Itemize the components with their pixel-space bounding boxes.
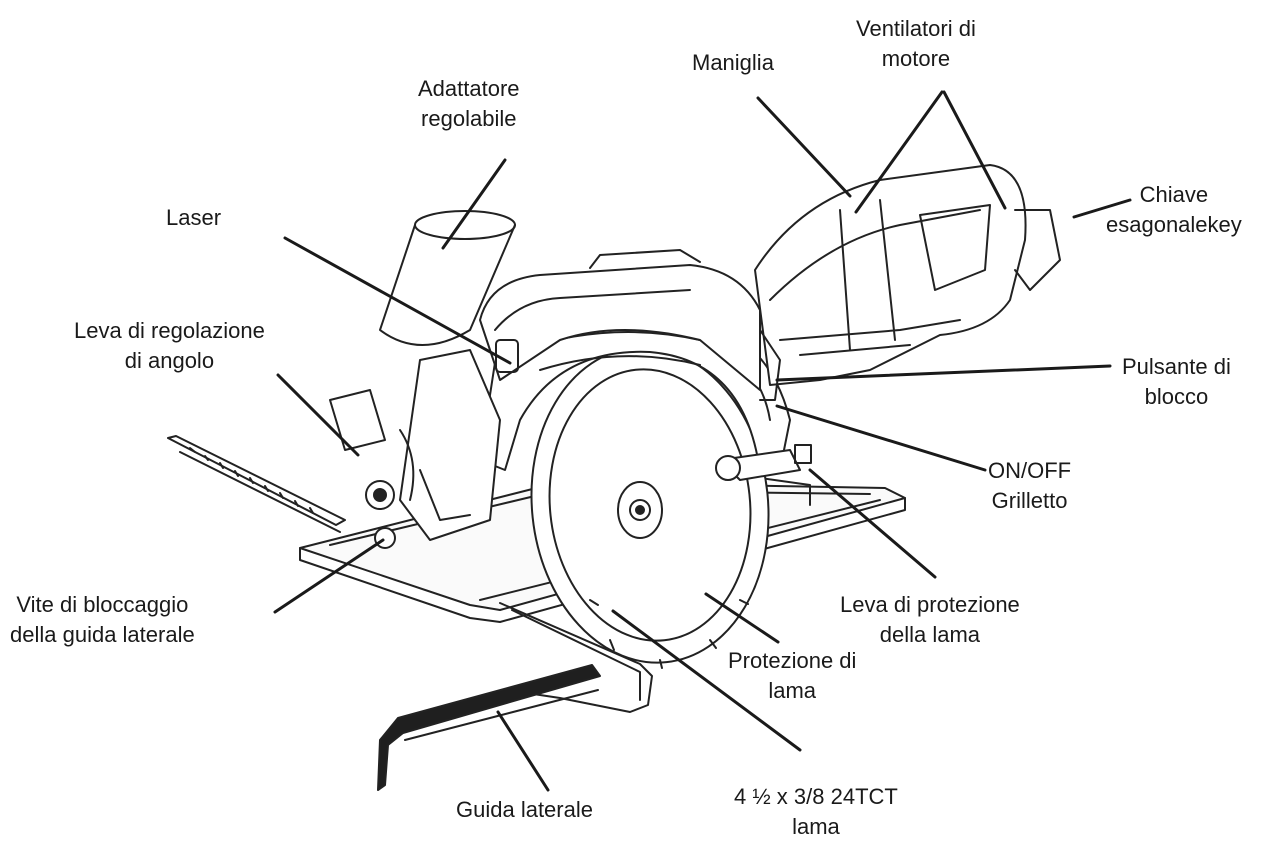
label-vite-line-1: Vite di bloccaggio bbox=[16, 592, 189, 617]
label-pulsante-blocco: Pulsante di blocco bbox=[1122, 352, 1231, 412]
label-adattatore-line-1: Adattatore bbox=[418, 76, 520, 101]
label-laser-line: Laser bbox=[166, 205, 222, 230]
label-leva-protezione-line-1: Leva di protezione bbox=[840, 592, 1020, 617]
guard-lever bbox=[715, 329, 812, 481]
label-chiave-esagonale: Chiave esagonalekey bbox=[1106, 180, 1242, 240]
label-lama-line-1: 4 ½ x 3/8 24TCT bbox=[734, 784, 898, 809]
front-assembly bbox=[329, 349, 501, 549]
label-onoff-line-2: Grilletto bbox=[991, 488, 1068, 513]
label-pulsante-line-2: blocco bbox=[1144, 384, 1209, 409]
label-leva-protezione-line-2: della lama bbox=[879, 622, 981, 647]
label-chiave-line-2: esagonalekey bbox=[1106, 212, 1242, 237]
label-guida-line: Guida laterale bbox=[456, 797, 593, 822]
dust-adapter bbox=[379, 210, 516, 346]
label-onoff-grilletto: ON/OFF Grilletto bbox=[988, 456, 1071, 516]
label-pulsante-line-1: Pulsante di bbox=[1122, 354, 1231, 379]
label-lama-line-2: lama bbox=[792, 814, 840, 839]
saw-blade bbox=[530, 346, 770, 669]
label-chiave-line-1: Chiave bbox=[1139, 182, 1209, 207]
label-adattatore-regolabile: Adattatore regolabile bbox=[418, 74, 520, 134]
label-protezione-di-lama: Protezione di lama bbox=[728, 646, 856, 706]
label-ventilatori-line-2: motore bbox=[881, 46, 951, 71]
label-vite-line-2: della guida laterale bbox=[10, 622, 195, 647]
label-adattatore-line-2: regolabile bbox=[421, 106, 517, 131]
label-leva-angolo-line-2: di angolo bbox=[124, 348, 215, 373]
label-protezione-lama-line-2: lama bbox=[768, 678, 817, 703]
label-maniglia-line: Maniglia bbox=[692, 50, 774, 75]
leader-lines bbox=[273, 90, 1132, 792]
label-leva-protezione-lama: Leva di protezione della lama bbox=[840, 590, 1020, 650]
label-maniglia: Maniglia bbox=[692, 48, 774, 78]
handle bbox=[754, 164, 1061, 386]
label-leva-angolo-line-1: Leva di regolazione bbox=[74, 318, 265, 343]
label-laser: Laser bbox=[166, 203, 221, 233]
label-ventilatori-di-motore: Ventilatori di motore bbox=[856, 14, 976, 74]
label-ventilatori-line-1: Ventilatori di bbox=[856, 16, 976, 41]
label-onoff-line-1: ON/OFF bbox=[988, 458, 1072, 483]
label-protezione-lama-line-1: Protezione di bbox=[728, 648, 857, 673]
side-guide bbox=[167, 435, 653, 791]
label-vite-bloccaggio: Vite di bloccaggio della guida laterale bbox=[10, 590, 195, 650]
label-leva-regolazione-angolo: Leva di regolazione di angolo bbox=[74, 316, 265, 376]
label-guida-laterale: Guida laterale bbox=[456, 795, 593, 825]
label-lama-spec: 4 ½ x 3/8 24TCT lama bbox=[734, 782, 898, 842]
